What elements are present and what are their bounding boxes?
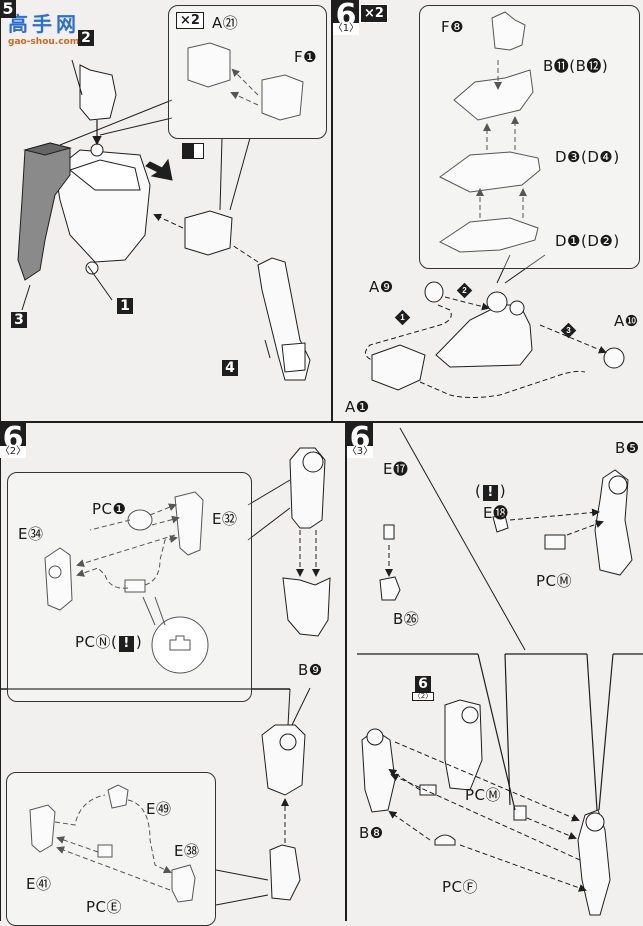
part-label: B⓫(B⓬) xyxy=(543,57,609,75)
part-label: PCⓂ xyxy=(465,786,502,804)
part-label: F❶ xyxy=(294,48,318,66)
part-label: E㊳ xyxy=(174,842,200,860)
sub-step-label: 〈1〉 xyxy=(332,23,360,35)
sub-step-label: 〈2〉 xyxy=(0,446,27,458)
part-label: A❿ xyxy=(614,312,639,330)
part-label: E⓲ xyxy=(483,504,509,522)
part-label: D❶(D❷) xyxy=(555,232,620,250)
step6-1-art xyxy=(365,11,625,398)
watermark-site-url: gao-shou.com xyxy=(8,37,80,47)
watermark-site-name: 高手网 xyxy=(8,12,80,36)
part-label: PCⒺ xyxy=(86,898,123,916)
part-label: A❶ xyxy=(345,398,370,416)
part-label: D❸(D❹) xyxy=(555,148,620,166)
panel-step-5: 5 ×2 A㉑ F❶ 1 2 3 4 xyxy=(0,0,332,422)
watermark-logo: 高手网 gao-shou.com xyxy=(8,8,92,60)
part-label: E㉜ xyxy=(212,510,238,528)
part-label: A㉑ xyxy=(212,14,239,32)
sequence-marker: 1 xyxy=(394,309,411,326)
part-label: E㉞ xyxy=(18,525,44,543)
part-label: PCⒻ xyxy=(442,878,479,896)
part-label: B❺ xyxy=(615,439,640,457)
warning-icon: ! xyxy=(119,636,134,652)
part-number-box: 2 xyxy=(78,30,94,46)
sequence-marker: 3 xyxy=(560,322,577,339)
part-label: B❾ xyxy=(298,661,323,679)
part-label: E⓱ xyxy=(383,460,409,478)
part-label: E㊶ xyxy=(26,875,52,893)
sub-step-label: 〈3〉 xyxy=(346,446,374,458)
part-label: PC❶ xyxy=(92,500,127,518)
panel-step-6-2: 6 〈2〉 PC❶ E㉜ E㉞ PCⓃ(!) B❾ xyxy=(0,423,346,702)
part-label: A❾ xyxy=(369,278,394,296)
sequence-marker: 2 xyxy=(456,282,473,299)
part-label: B❽ xyxy=(359,824,384,842)
part-label-with-warning: PCⓃ(!) xyxy=(75,633,143,652)
quantity-badge: ×2 xyxy=(176,12,204,29)
part-label: E㊾ xyxy=(146,800,172,818)
panel-step-6-3: 6 〈3〉 E⓱ B㉖ (!) E⓲ PCⓂ B❺ xyxy=(346,423,643,653)
part-label: B㉖ xyxy=(393,610,420,628)
reference-step-badge: 6 〈2〉 xyxy=(411,676,435,701)
part-label: F❽ xyxy=(441,18,465,36)
panel-step-6-3-assembly: 6 〈2〉 B❽ PCⓂ PCⒻ xyxy=(347,654,643,921)
part-number-box: 4 xyxy=(222,360,238,376)
step6-2b-art xyxy=(0,687,311,906)
step-number-badge: 5 xyxy=(0,0,16,18)
sticker-icon xyxy=(182,143,204,159)
step5-art xyxy=(17,42,311,381)
part-number-box: 3 xyxy=(11,312,27,328)
panel-step-6-2-continued: E㊾ E㊳ E㊶ PCⒺ xyxy=(0,690,346,926)
warning-icon: ! xyxy=(483,485,498,501)
callout-foot-assembly xyxy=(419,5,640,269)
part-number-box: 1 xyxy=(117,298,133,314)
part-label: PCⓂ xyxy=(536,572,573,590)
callout-knee-assembly xyxy=(7,472,252,702)
step6-3-art xyxy=(357,427,643,916)
quantity-badge: ×2 xyxy=(360,4,388,23)
part-label-with-warning: (!) xyxy=(475,482,507,501)
panel-step-6-1: 6 〈1〉 ×2 F❽ B⓫(B⓬) D❸(D❹) D❶(D❷) A❾ A❿ A… xyxy=(332,0,643,422)
step6-2-art xyxy=(44,447,331,674)
